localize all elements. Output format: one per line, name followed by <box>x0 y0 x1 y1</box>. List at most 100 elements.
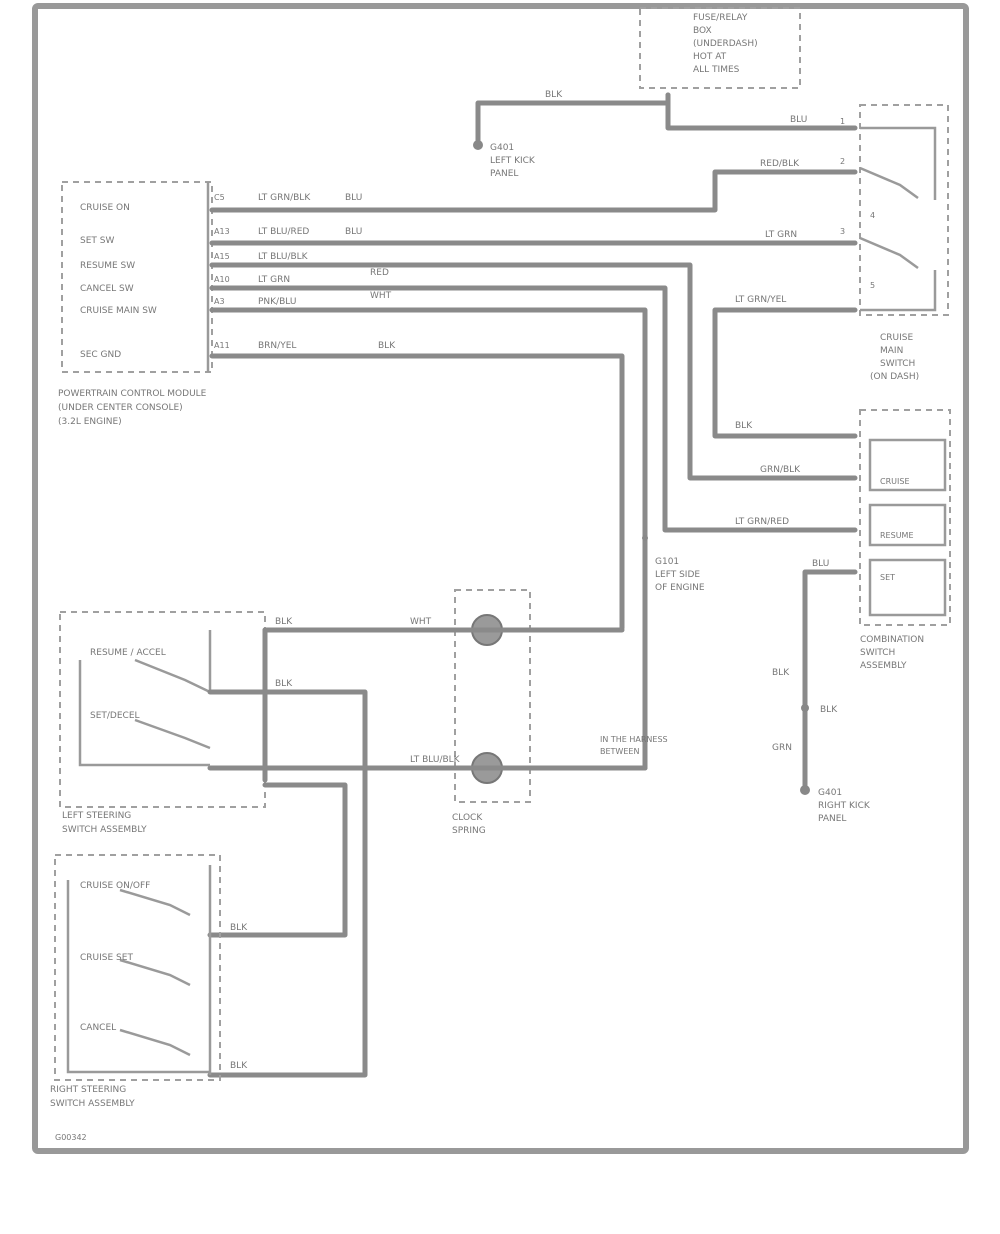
wire-label-w15: BLK <box>275 617 293 627</box>
ground-point-label-1: G101 <box>655 557 679 567</box>
right-switch-box <box>54 854 221 1081</box>
pcm-pin-name-5: SEC GND <box>80 350 121 360</box>
pcm-wire-2: RED <box>370 268 389 278</box>
left-switch-label-1: LEFT STEERING <box>62 811 131 821</box>
right-switch-label-1: RIGHT STEERING <box>50 1085 126 1095</box>
wire-label-w8: BLK <box>735 421 753 431</box>
wire-label-w18: BLK <box>230 1061 248 1071</box>
main-switch-label-4: (ON DASH) <box>870 372 919 382</box>
ground-terminal-icon <box>473 140 483 150</box>
pcm-pin-name-3: CANCEL SW <box>80 284 134 294</box>
right-ground-icon <box>800 785 810 795</box>
fuse-label-4: HOT AT <box>693 52 727 62</box>
main-pin-3: 3 <box>840 227 845 236</box>
right-btn-0: CRUISE ON/OFF <box>80 881 150 891</box>
pcm-label-1: POWERTRAIN CONTROL MODULE <box>58 389 207 399</box>
pcm-label-2: (UNDER CENTER CONSOLE) <box>58 403 183 413</box>
right-switch-contact-2 <box>119 958 191 987</box>
fuse-label-3: (UNDERDASH) <box>693 39 758 49</box>
pcm-pin-name-4: CRUISE MAIN SW <box>80 306 157 316</box>
combo-section-3 <box>868 558 947 617</box>
wire-main-sw <box>209 307 648 771</box>
ground-left-label-2: LEFT KICK <box>490 156 536 166</box>
pcm-pin-3: A10 <box>214 275 230 284</box>
pcm-color-4: PNK/BLU <box>258 297 296 307</box>
pcm-wire-3: WHT <box>370 291 392 301</box>
pcm-pin-1: A13 <box>214 227 230 236</box>
clock-label-2: SPRING <box>452 826 486 836</box>
fuse-label-2: BOX <box>693 26 712 36</box>
wire-label-w14: GRN <box>772 743 792 753</box>
left-btn-0: RESUME / ACCEL <box>90 648 166 658</box>
splice-point-icon <box>801 704 809 712</box>
wire-combo-ground <box>802 569 858 791</box>
pcm-color-2: LT BLU/BLK <box>258 252 309 262</box>
pcm-wire-1: BLU <box>345 227 362 237</box>
wire-label-w6: GRN/BLK <box>760 465 801 475</box>
wire-cancel-sw <box>209 285 858 533</box>
left-switch-label-2: SWITCH ASSEMBLY <box>62 825 147 835</box>
pcm-pin-0: C5 <box>214 193 225 202</box>
pcm-pin-name-0: CRUISE ON <box>80 203 130 213</box>
ground-point-label-2: LEFT SIDE <box>655 570 700 580</box>
pcm-box <box>61 181 213 373</box>
main-switch-label-3: SWITCH <box>880 359 915 369</box>
left-btn-1: SET/DECEL <box>90 711 140 721</box>
main-switch-contact-1 <box>859 166 919 200</box>
combo-label-2: SWITCH <box>860 648 895 658</box>
wire-left-right-2 <box>207 782 348 938</box>
right-ground-label-3: PANEL <box>818 814 846 824</box>
main-pin-4: 4 <box>870 211 875 220</box>
combo-item-0: CRUISE <box>880 477 910 486</box>
wire-label-w7: LT GRN/RED <box>735 517 789 527</box>
left-switch-contact-1 <box>134 658 211 694</box>
wire-cruise-on <box>209 169 858 213</box>
pcm-color-1: LT BLU/RED <box>258 227 309 237</box>
main-pin-5: 5 <box>870 281 875 290</box>
combo-label-1: COMBINATION <box>860 635 924 645</box>
junction-dot-icon <box>642 535 648 541</box>
splice-label-2: BETWEEN <box>600 747 639 756</box>
wire-label-w4: LT GRN <box>765 230 797 240</box>
pcm-wire-5: BLK <box>378 341 396 351</box>
combo-switch-box <box>859 409 951 626</box>
wire-label-w2: BLU <box>790 115 807 125</box>
fuse-to-ground-wire <box>475 92 671 146</box>
main-switch-label-2: MAIN <box>880 346 903 356</box>
fuse-label-5: ALL TIMES <box>693 65 740 75</box>
combo-item-1: RESUME <box>880 531 914 540</box>
wire-resume-sw <box>209 262 858 481</box>
ground-left-label-1: G401 <box>490 143 514 153</box>
clock-spring-box <box>454 589 531 803</box>
main-pin-1: 1 <box>840 117 845 126</box>
splice-label-1: IN THE HARNESS <box>600 735 668 744</box>
pcm-pin-2: A15 <box>214 252 230 261</box>
main-switch-box <box>859 104 949 316</box>
wire-label-w1: BLK <box>545 90 563 100</box>
pcm-color-0: LT GRN/BLK <box>258 193 311 203</box>
pcm-pin-name-2: RESUME SW <box>80 261 135 271</box>
fuse-label-1: FUSE/RELAY <box>693 13 748 23</box>
figure-id: G00342 <box>55 1133 87 1142</box>
pcm-pin-5: A11 <box>214 341 230 350</box>
clock-label-1: CLOCK <box>452 813 483 823</box>
right-ground-label-2: RIGHT KICK <box>818 801 871 811</box>
wire-label-w10: WHT <box>410 617 432 627</box>
main-switch-internal-2 <box>860 270 937 312</box>
right-switch-label-2: SWITCH ASSEMBLY <box>50 1099 135 1109</box>
fuse-box <box>639 7 801 89</box>
right-switch-contact-1 <box>119 888 191 917</box>
main-switch-internal-1 <box>860 126 937 200</box>
main-pin-2: 2 <box>840 157 845 166</box>
combo-item-2: SET <box>880 573 895 582</box>
ground-point-label-3: OF ENGINE <box>655 583 705 593</box>
wire-label-w17: BLK <box>230 923 248 933</box>
pcm-color-5: BRN/YEL <box>258 341 296 351</box>
left-switch-bus <box>78 660 210 767</box>
left-switch-box <box>59 611 266 808</box>
main-switch-contact-2 <box>859 236 919 270</box>
pcm-color-3: LT GRN <box>258 275 290 285</box>
wire-label-w5: LT GRN/YEL <box>735 295 786 305</box>
wire-left-right-loop <box>207 689 368 1078</box>
